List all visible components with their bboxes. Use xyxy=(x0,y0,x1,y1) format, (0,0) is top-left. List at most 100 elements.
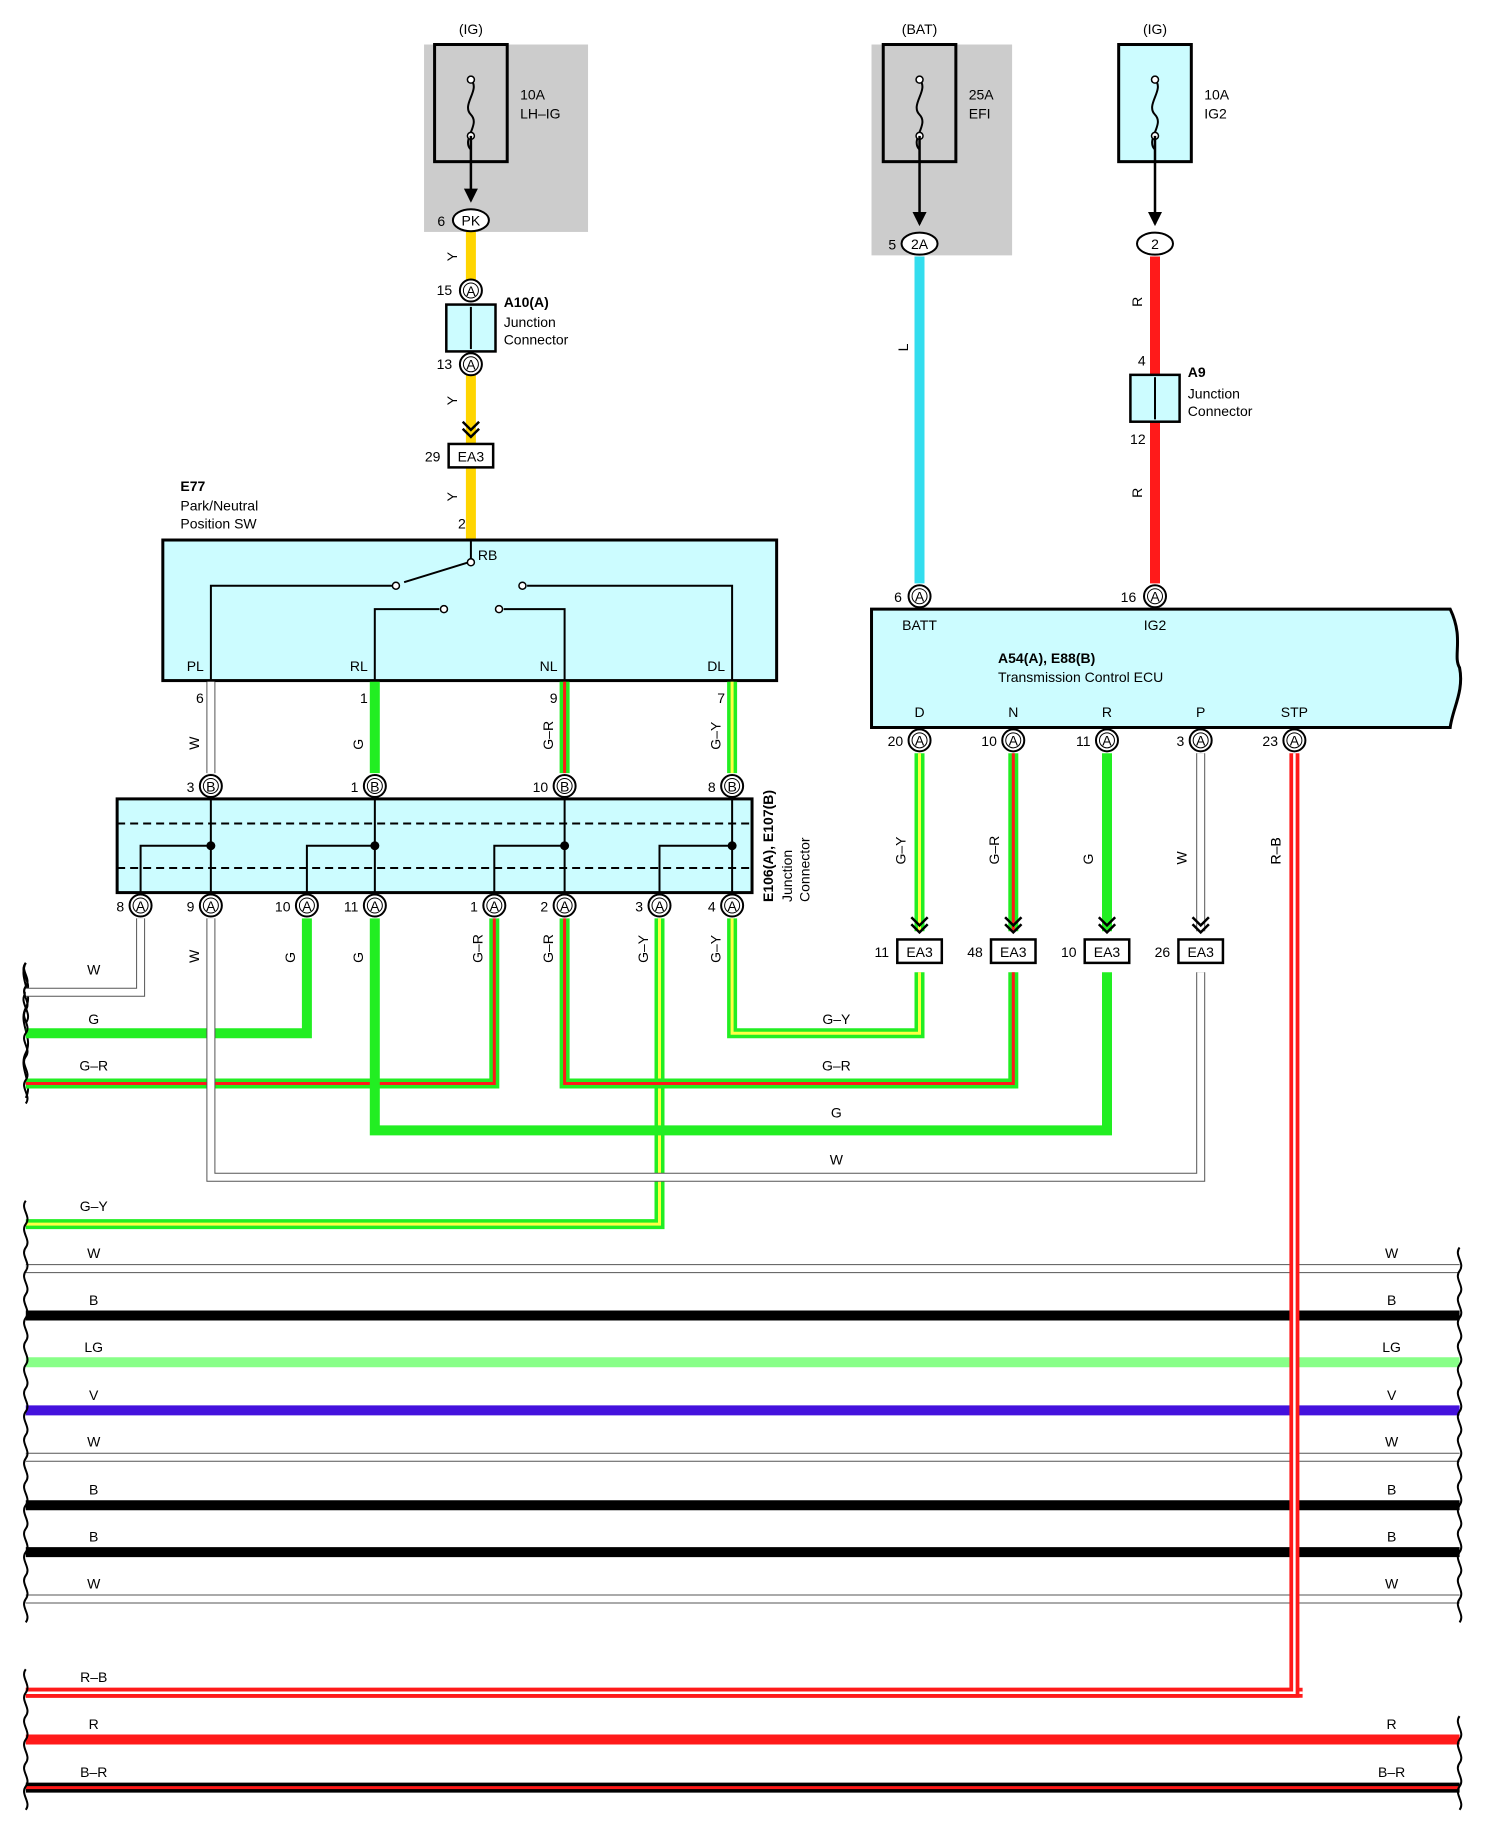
ecu-pin-2-letter: A xyxy=(1102,733,1112,749)
bus-right-label-9: R xyxy=(1387,1716,1397,1732)
harness-gr-stroke xyxy=(25,918,496,1085)
jc-bot-pin-4-letter: A xyxy=(490,898,500,914)
ea3-ecu-0-label: EA3 xyxy=(906,944,933,960)
harness-label-gr: G–R xyxy=(79,1058,108,1074)
harness-gy-stroke xyxy=(25,918,661,1226)
bus-label-8: R–B xyxy=(80,1669,107,1685)
sw-line2: Position SW xyxy=(180,515,257,531)
jc-bot-pin-7-inner xyxy=(724,897,741,914)
jc-top-num-3: 8 xyxy=(708,779,716,795)
jc-bot-num-3: 11 xyxy=(344,898,359,914)
jc-bot-pin-5-letter: A xyxy=(560,898,570,914)
bus-label-1: B xyxy=(89,1292,98,1308)
wire-label-r1: R xyxy=(1129,297,1145,307)
loop-w xyxy=(206,918,1206,1182)
loop-gr xyxy=(559,918,1019,1089)
a10-line1: Junction xyxy=(504,314,556,330)
sw-id: E77 xyxy=(180,478,205,494)
wire-label-r2: R xyxy=(1129,488,1145,498)
loop-g xyxy=(369,918,1112,1136)
edge-right-bottom xyxy=(1456,1715,1463,1811)
jc-bot-pin-3-letter: A xyxy=(370,898,380,914)
harness-w-stroke xyxy=(25,918,146,997)
jc-link-h-1 xyxy=(305,844,375,893)
jc-top-num-1: 1 xyxy=(351,779,359,795)
jc-top-pin-3-letter: B xyxy=(727,778,736,794)
ecu-ig2-pin-inner xyxy=(1147,588,1164,605)
jc-top-pin-2-inner xyxy=(556,778,573,795)
sw-arm xyxy=(403,561,469,584)
fuse-rating-0: 10A xyxy=(520,87,546,103)
sw-contact-nl xyxy=(494,604,504,614)
harness-g xyxy=(25,918,312,1039)
pin-2-label: 2 xyxy=(1151,236,1159,252)
jc-link-h-2 xyxy=(493,844,565,893)
ecu-pin-0-inner xyxy=(911,732,928,749)
pin-2a-label: 2A xyxy=(911,236,929,252)
bus-label-4: W xyxy=(87,1434,101,1450)
harness-label-g: G xyxy=(88,1011,99,1027)
jc-line2: Connector xyxy=(796,837,812,902)
ea3-top-box xyxy=(447,442,495,469)
ecu-wire-label-4: R–B xyxy=(1267,837,1283,864)
ecu-box xyxy=(870,607,1463,729)
jc-bot-pin-6-inner xyxy=(651,897,668,914)
ecu-pin-3-letter: A xyxy=(1196,733,1206,749)
jc-bot-pin-3-inner xyxy=(366,897,383,914)
ea3-ecu-3-box xyxy=(1177,938,1225,965)
ea3-ecu-1-pin: 48 xyxy=(967,944,983,960)
sw-contact-pl xyxy=(391,581,401,590)
ecu-name: Transmission Control ECU xyxy=(998,669,1163,685)
chev-ecu-2-c1 xyxy=(1097,916,1117,928)
wire-label-l: L xyxy=(895,343,911,351)
loop-gr-stroke xyxy=(563,918,1015,1085)
ecu-pin-1-inner xyxy=(1005,732,1022,749)
sw-line-rl xyxy=(373,608,440,680)
harness-label-gy: G–Y xyxy=(80,1198,109,1214)
jc-bot-pin-4-inner xyxy=(486,897,503,914)
ecu-wire-label-2: G xyxy=(1080,854,1096,865)
pin-pk-label: PK xyxy=(462,212,481,228)
fuse-source-0: (IG) xyxy=(459,21,483,37)
jc-bot-num-0: 8 xyxy=(116,898,124,914)
sw-wire-label-3: G–Y xyxy=(707,721,723,750)
sw-line1: Park/Neutral xyxy=(180,498,258,514)
sw-rb-pin: 2 xyxy=(458,515,466,531)
bus-label-6: B xyxy=(89,1529,98,1545)
ecu-wire-label-0: G–Y xyxy=(892,836,908,865)
jc-bot-num-5: 2 xyxy=(540,898,548,914)
sw-line-nl xyxy=(503,608,566,680)
jc-node-0 xyxy=(206,841,216,851)
fuse-name-2: IG2 xyxy=(1204,105,1227,121)
wire-stp xyxy=(25,753,1300,1698)
chev-ecu-0-c1 xyxy=(910,916,929,928)
jc-top-pin-0-letter: B xyxy=(206,778,215,794)
jc-wire-label-6: G–Y xyxy=(635,934,651,963)
edge-left-mid xyxy=(23,1200,29,1623)
jc-bot-num-4: 1 xyxy=(470,898,478,914)
fuse-name-0: LH–IG xyxy=(520,105,560,121)
sw-term-1: RL xyxy=(350,658,368,674)
fuse-arrow-2 xyxy=(1148,212,1162,227)
ecu-term-3: P xyxy=(1196,704,1205,720)
jc-bot-pin-1-inner xyxy=(202,897,219,914)
ecu-batt-name: BATT xyxy=(902,617,937,633)
a10-top-pin-inner xyxy=(462,282,479,299)
harness-gy xyxy=(25,918,665,1230)
harness-label-w: W xyxy=(87,962,101,978)
sw-wire-label-2: G–R xyxy=(540,721,556,750)
sw-contact-rb xyxy=(466,558,476,567)
jc-top-pin-1-letter: B xyxy=(370,778,379,794)
a10-line2: Connector xyxy=(504,331,569,347)
fuse-rating-1: 25A xyxy=(969,87,995,103)
ea3-ecu-1-box xyxy=(989,938,1037,965)
bus-right-label-6: B xyxy=(1387,1529,1396,1545)
wire-label-y1: Y xyxy=(444,251,460,261)
chev-ea3-top-c2 xyxy=(461,427,480,439)
bus-label-3: V xyxy=(89,1387,99,1403)
jc-wire-label-5: G–R xyxy=(540,934,556,963)
a10-bottom-pin-inner xyxy=(462,356,479,373)
ea3-ecu-2-label: EA3 xyxy=(1094,944,1121,960)
jc-bot-pin-2-letter: A xyxy=(302,898,312,914)
jc-bot-pin-5-inner xyxy=(556,897,573,914)
